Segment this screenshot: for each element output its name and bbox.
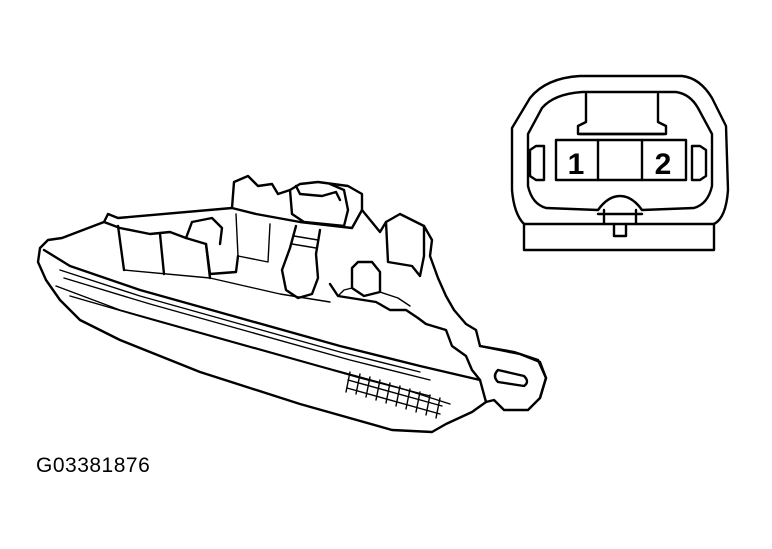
lamp-lens-texture [345, 371, 443, 419]
lamp-bracket-right [328, 282, 482, 382]
bulb-base [291, 235, 319, 249]
lamp-housing-top [230, 206, 364, 230]
lamp-housing-wall-mid [116, 224, 212, 280]
bulb [280, 224, 322, 300]
figure-id: G03381876 [36, 454, 151, 477]
terminal-block [554, 138, 688, 182]
lamp-housing-center-rib [235, 213, 271, 263]
lamp-lens-rib-2 [63, 277, 431, 381]
lamp-housing-clip-left [184, 216, 224, 246]
bulb-socket [288, 182, 350, 228]
bulb-socket-top [294, 184, 342, 202]
connector-outer-housing [510, 74, 730, 252]
lamp-clip-right [350, 260, 382, 298]
lamp-lens-body [36, 174, 548, 434]
connector: 1 2 [510, 74, 730, 252]
connector-inner-housing [526, 90, 714, 212]
lamp-tab-slot [493, 368, 529, 388]
lamp-assembly [36, 174, 548, 434]
lamp-housing-right-tower [384, 220, 426, 278]
connector-latch [576, 92, 668, 136]
connector-lock-post [612, 222, 628, 238]
lamp-mounting-tab [478, 344, 548, 400]
lamp-lens-rib-1 [59, 269, 421, 373]
connector-key-right [690, 144, 708, 182]
lamp-lens-rib-3 [69, 295, 431, 397]
connector-key-left [528, 144, 546, 182]
connector-lock-tab [596, 208, 644, 226]
lamp-bracket-edge [337, 287, 411, 307]
pin-1-label: 1 [568, 148, 585, 181]
pin-2-label: 2 [655, 148, 672, 181]
lamp-lens-face [42, 248, 488, 404]
lamp-housing-inner-line [123, 269, 331, 303]
